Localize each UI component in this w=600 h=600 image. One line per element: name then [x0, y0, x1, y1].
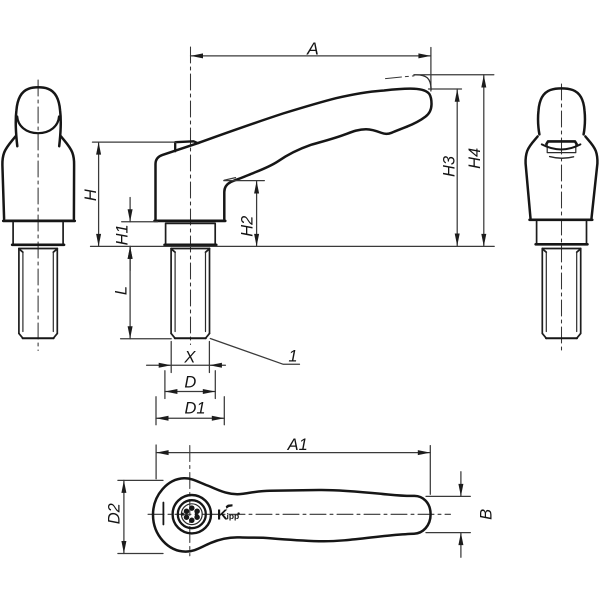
- svg-text:H1: H1: [113, 224, 131, 245]
- svg-text:D: D: [184, 373, 196, 391]
- svg-text:H3: H3: [441, 155, 459, 177]
- svg-text:ipp: ipp: [227, 511, 240, 521]
- svg-text:K: K: [217, 507, 228, 524]
- svg-text:H4: H4: [466, 148, 484, 169]
- svg-text:D2: D2: [106, 503, 124, 524]
- svg-text:A: A: [306, 38, 319, 58]
- svg-text:D1: D1: [184, 400, 205, 418]
- svg-text:1: 1: [288, 348, 297, 366]
- svg-text:L: L: [113, 286, 131, 295]
- svg-text:H: H: [82, 189, 100, 201]
- svg-text:B: B: [478, 509, 496, 520]
- svg-text:X: X: [183, 348, 196, 366]
- svg-text:A1: A1: [287, 436, 308, 454]
- svg-text:H2: H2: [238, 216, 256, 237]
